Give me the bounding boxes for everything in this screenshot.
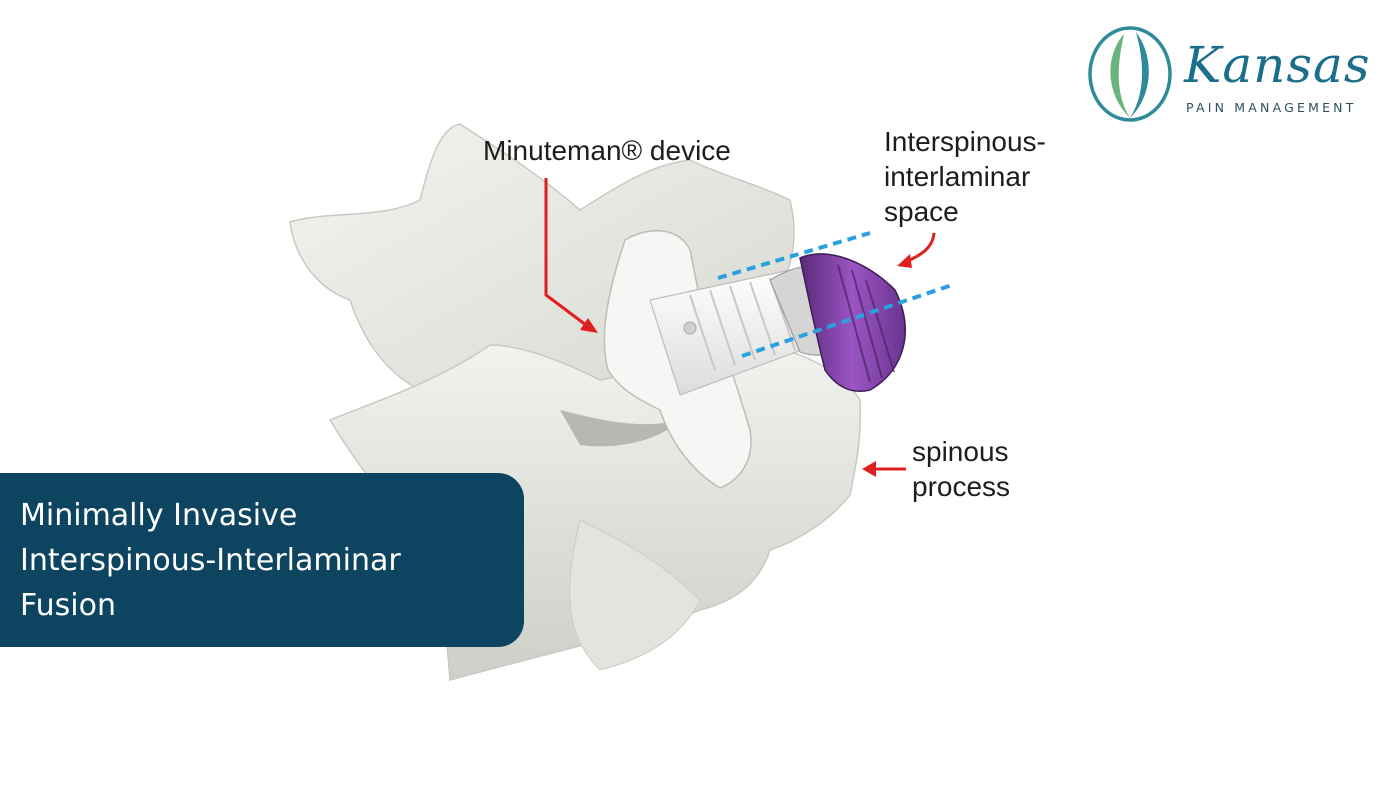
title-banner: Minimally Invasive Interspinous-Interlam… (0, 473, 524, 647)
banner-line-2: Interspinous-Interlaminar (20, 543, 401, 578)
arrow-device (544, 178, 591, 330)
spine-leaf-icon (1088, 26, 1172, 122)
banner-line-3: Fusion (20, 588, 116, 623)
banner-line-1: Minimally Invasive (20, 498, 298, 533)
label-spinous-process: spinous process (912, 436, 1011, 502)
label-interspinous-space: Interspinous- interlaminar space (884, 126, 1046, 227)
kansas-pain-management-logo: Kansas PAIN MANAGEMENT (1084, 22, 1384, 126)
logo-tagline: PAIN MANAGEMENT (1186, 100, 1357, 115)
guide-line-top (717, 231, 871, 280)
label-minuteman-device: Minuteman® device (483, 135, 731, 166)
guide-line-bottom (741, 282, 956, 358)
logo-wordmark: Kansas (1184, 36, 1371, 94)
